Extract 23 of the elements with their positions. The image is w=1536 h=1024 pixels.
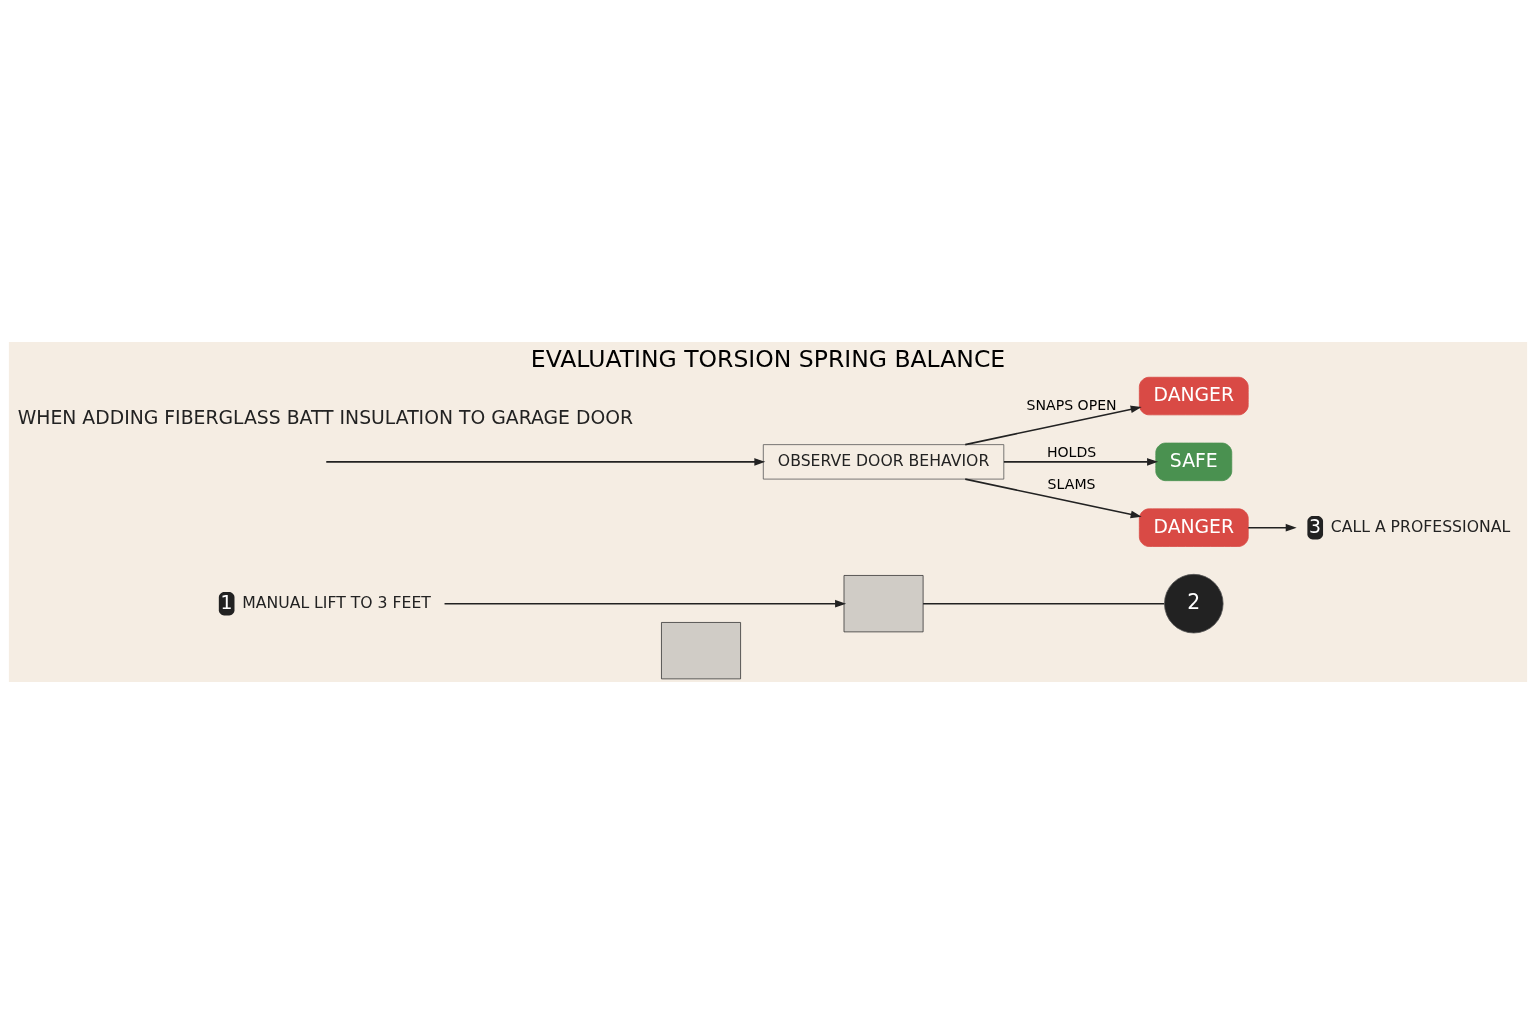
node-box: 1 — [218, 591, 235, 616]
edge-label: SLAMS — [1047, 475, 1096, 492]
node-box: SAFE — [1155, 442, 1233, 482]
arrow — [964, 478, 1142, 519]
label: WHEN ADDING FIBERGLASS BATT INSULATION TO GARAGE DOOR — [17, 407, 634, 429]
arrow — [443, 599, 847, 608]
arrow — [964, 405, 1142, 446]
node-box — [843, 575, 924, 633]
node-label: MANUAL LIFT TO 3 FEET — [242, 592, 431, 612]
arrow — [325, 458, 766, 466]
edge-label: HOLDS — [1046, 444, 1097, 461]
edge-label: SNAPS OPEN — [1026, 396, 1117, 413]
node-box: 3 — [1307, 515, 1324, 540]
arrow — [1247, 523, 1297, 532]
node-label: CALL A PROFESSIONAL — [1330, 516, 1511, 536]
node-box: DANGER — [1138, 508, 1249, 547]
diagram-title: EVALUATING TORSION SPRING BALANCE — [530, 345, 1006, 374]
node-box: DANGER — [1138, 376, 1249, 416]
connector — [922, 602, 1165, 605]
node-circle: 2 — [1164, 573, 1224, 634]
node-box: OBSERVE DOOR BEHAVIOR — [762, 444, 1005, 480]
arrow — [1003, 458, 1159, 466]
node-box — [661, 622, 741, 680]
